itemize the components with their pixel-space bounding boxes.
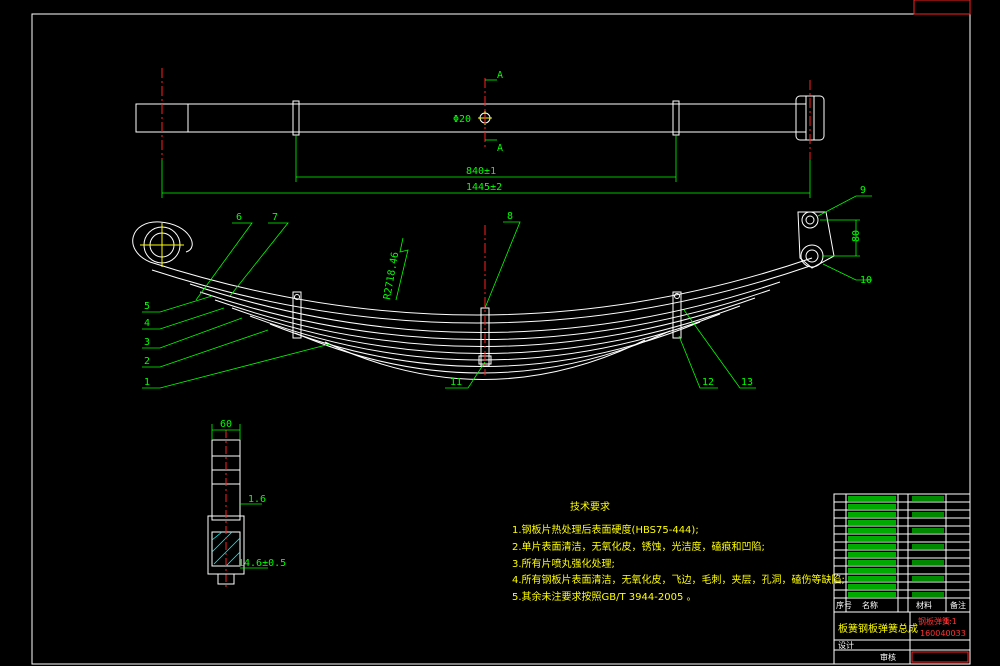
- balloon-4: 4: [144, 318, 150, 329]
- balloon-12: 12: [702, 377, 714, 388]
- section-mark-top: A: [497, 70, 503, 81]
- drawing-name: 板簧钢板弹簧总成: [838, 622, 918, 635]
- balloon-2: 2: [144, 356, 150, 367]
- section-view: 60 1.6 14.6±0.5: [207, 419, 286, 590]
- balloon-13: 13: [741, 377, 753, 388]
- arc-height-dim: R2718.46: [382, 251, 401, 300]
- hole-dim: Φ20: [453, 114, 471, 125]
- notes-title: 技术要求: [570, 500, 610, 513]
- drawing-scale: 1:1: [944, 617, 957, 626]
- eye-center-dim: 80: [851, 230, 862, 242]
- note-1: 1.钢板片热处理后表面硬度(HBS75-444);: [512, 523, 699, 536]
- balloon-1: 1: [144, 377, 150, 388]
- bom-header-no: 序号: [836, 600, 852, 610]
- overall-length-dim: 1445±2: [466, 182, 502, 193]
- balloon-5: 5: [144, 301, 150, 312]
- balloon-6: 6: [236, 212, 242, 223]
- clip-left: [292, 100, 300, 136]
- top-corner-tag: [913, 0, 971, 15]
- height-dim: 14.6±0.5: [238, 558, 286, 569]
- technical-notes: 技术要求 1.钢板片热处理后表面硬度(HBS75-444); 2.单片表面清洁，…: [512, 500, 845, 603]
- balloon-9: 9: [860, 185, 866, 196]
- balloon-3: 3: [144, 337, 150, 348]
- bom-header-material: 材料: [916, 600, 932, 610]
- part-name: 钢板弹簧: [918, 616, 950, 626]
- clip-right: [672, 100, 680, 136]
- front-view: 80 R2718.46: [132, 211, 862, 380]
- rebound-clip-left: [292, 291, 302, 339]
- note-5: 5.其余未注要求按照GB/T 3944-2005 。: [512, 590, 697, 603]
- front-eye: [132, 221, 193, 263]
- clip-span-dim: 840±1: [466, 166, 496, 177]
- balloon-8: 8: [507, 211, 513, 222]
- drawing-code: 160040033: [920, 629, 966, 638]
- part-balloons: 6 7 8 9 5 4 3 2 1 11 12 10 13: [142, 185, 872, 389]
- rebound-clip-right: [672, 291, 682, 339]
- designer-label: 设计: [838, 640, 854, 650]
- balloon-11: 11: [450, 377, 462, 388]
- reviewer-label: 审核: [880, 652, 896, 662]
- balloon-10: 10: [860, 275, 872, 286]
- width-dim: 60: [220, 419, 232, 430]
- drawing-border: [31, 13, 971, 665]
- note-4: 4.所有钢板片表面清洁，无氧化皮，飞边，毛刺，夹层，孔洞，磕伤等缺陷;: [512, 573, 845, 586]
- title-block: 序号 名称 材料 备注 板簧钢板弹簧总成 钢板弹簧 160040033 1:1 …: [833, 493, 971, 665]
- bom-header-name: 名称: [862, 600, 878, 610]
- note-2: 2.单片表面清洁，无氧化皮，锈蚀，光洁度，磕痕和凹陷;: [512, 540, 765, 553]
- balloon-7: 7: [272, 212, 278, 223]
- bom-header-remark: 备注: [950, 600, 966, 610]
- note-3: 3.所有片喷丸强化处理;: [512, 557, 615, 570]
- section-mark-bottom: A: [497, 143, 503, 154]
- thickness-dim: 1.6: [248, 494, 266, 505]
- top-view: A A Φ20 840±1 1445±2: [135, 68, 825, 198]
